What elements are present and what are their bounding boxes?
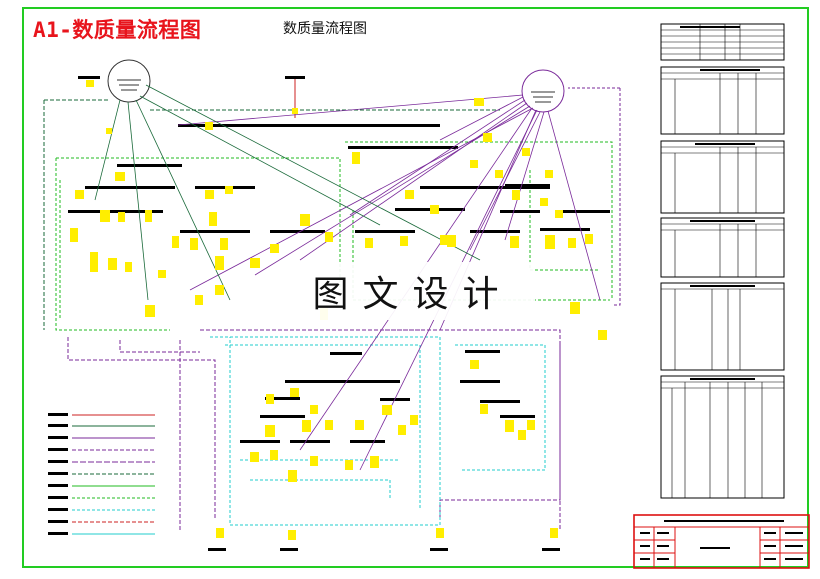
lower-flow xyxy=(179,329,561,530)
drawing-frame xyxy=(22,7,809,568)
legend-line-icon xyxy=(48,413,155,535)
title-block xyxy=(633,514,810,569)
side-tables xyxy=(660,23,785,499)
drawing-title: A1-数质量流程图 xyxy=(33,18,202,42)
legend xyxy=(48,413,155,535)
upper-flow xyxy=(43,87,621,520)
flow-bars-lower xyxy=(208,350,560,551)
radial-lines-left xyxy=(94,84,481,301)
circle-node-icon xyxy=(521,69,565,113)
side-table-rows xyxy=(661,24,784,498)
side-table-text xyxy=(680,26,760,380)
node-labels xyxy=(70,80,607,540)
circle-node-icon xyxy=(107,59,151,103)
watermark: 图文设计 xyxy=(290,262,535,320)
title-block-text xyxy=(640,520,803,560)
drawing-subtitle: 数质量流程图 xyxy=(283,21,367,37)
